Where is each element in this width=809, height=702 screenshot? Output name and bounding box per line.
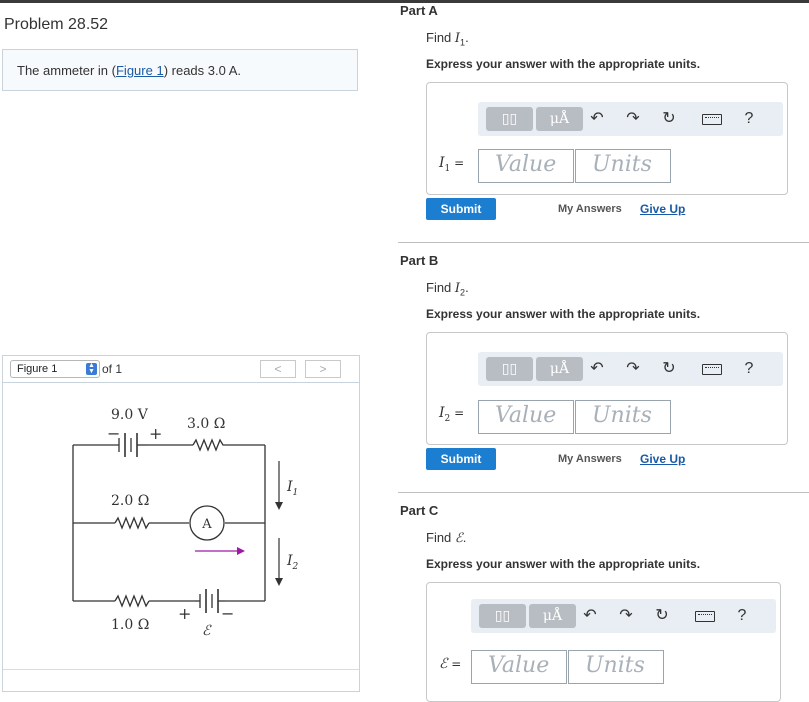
help-icon[interactable]: ? bbox=[744, 110, 754, 127]
label-i2: I bbox=[286, 553, 293, 569]
units-icon[interactable]: μÅ bbox=[529, 604, 576, 628]
templates-icon[interactable]: ▯▯ bbox=[486, 357, 533, 381]
redo-icon[interactable]: ↷ bbox=[626, 360, 640, 377]
updown-icon: ▲▼ bbox=[86, 362, 97, 375]
part-b-my-answers-link[interactable]: My Answers bbox=[558, 453, 622, 465]
part-b-find: Find I2. bbox=[426, 280, 469, 298]
figure-select-label: Figure 1 bbox=[17, 363, 58, 375]
part-b-label: I2 = bbox=[439, 405, 465, 424]
label-9v: 9.0 V bbox=[111, 407, 149, 423]
part-a-units-input[interactable]: Units bbox=[575, 149, 671, 183]
part-a-math-toolbar: ▯▯ μÅ ↶ ↷ ↻ ? bbox=[478, 102, 783, 136]
statement-text-pre: The ammeter in ( bbox=[17, 63, 116, 78]
statement-text-post: ) reads 3.0 A. bbox=[163, 63, 242, 78]
templates-icon[interactable]: ▯▯ bbox=[479, 604, 526, 628]
keyboard-icon[interactable] bbox=[702, 364, 722, 375]
part-c-units-input[interactable]: Units bbox=[568, 650, 664, 684]
circuit-diagram: A 9.0 V 3.0 Ω 2.0 Ω 1.0 Ω ℰ + bbox=[72, 407, 299, 639]
figure-count: of 1 bbox=[102, 362, 123, 376]
current-arrow-i2 bbox=[275, 538, 283, 586]
current-arrow-ammeter bbox=[195, 547, 245, 555]
label-i2-sub: 2 bbox=[292, 562, 299, 572]
label-i1: I bbox=[286, 479, 293, 495]
figure-bottom-border bbox=[3, 669, 359, 670]
help-icon[interactable]: ? bbox=[744, 360, 754, 377]
part-c-label: ℰ = bbox=[439, 656, 462, 672]
part-separator bbox=[398, 242, 809, 243]
problem-statement: The ammeter in (Figure 1) reads 3.0 A. bbox=[2, 49, 358, 91]
undo-icon[interactable]: ↶ bbox=[590, 360, 604, 377]
keyboard-icon[interactable] bbox=[695, 611, 715, 622]
part-a-instructions: Express your answer with the appropriate… bbox=[426, 57, 701, 71]
ammeter-label: A bbox=[201, 517, 212, 532]
part-a-submit-button[interactable]: Submit bbox=[426, 198, 496, 220]
label-3ohm: 3.0 Ω bbox=[187, 416, 225, 432]
part-a-answer-box: ▯▯ μÅ ↶ ↷ ↻ ? I1 = Value Units bbox=[426, 82, 788, 195]
figure-link[interactable]: Figure 1 bbox=[115, 63, 164, 78]
plus-top: + bbox=[149, 424, 162, 443]
problem-title: Problem 28.52 bbox=[4, 16, 109, 33]
figure-select[interactable]: Figure 1 ▲▼ bbox=[10, 360, 100, 378]
part-a-title: Part A bbox=[400, 3, 438, 18]
resistor-1ohm bbox=[114, 594, 150, 608]
part-b-units-input[interactable]: Units bbox=[575, 400, 671, 434]
redo-icon[interactable]: ↷ bbox=[619, 607, 633, 624]
plus-bottom: + bbox=[178, 604, 191, 623]
undo-icon[interactable]: ↶ bbox=[590, 110, 604, 127]
resistor-2ohm bbox=[114, 516, 150, 530]
battery-bottom bbox=[195, 589, 225, 613]
resistor-3ohm bbox=[192, 438, 225, 452]
ammeter bbox=[189, 505, 225, 541]
minus-bottom: − bbox=[221, 604, 234, 623]
part-b-give-up-link[interactable]: Give Up bbox=[640, 452, 686, 466]
part-a-my-answers-link[interactable]: My Answers bbox=[558, 203, 622, 215]
part-b-submit-button[interactable]: Submit bbox=[426, 448, 496, 470]
part-c-math-toolbar: ▯▯ μÅ ↶ ↷ ↻ ? bbox=[471, 599, 776, 633]
current-arrow-i1 bbox=[275, 461, 283, 510]
help-icon[interactable]: ? bbox=[737, 607, 747, 624]
part-c-value-input[interactable]: Value bbox=[471, 650, 567, 684]
units-icon[interactable]: μÅ bbox=[536, 107, 583, 131]
part-a-find: Find I1. bbox=[426, 30, 469, 48]
part-a-value-input[interactable]: Value bbox=[478, 149, 574, 183]
part-c-find: Find ℰ. bbox=[426, 530, 467, 546]
part-c-answer-box: ▯▯ μÅ ↶ ↷ ↻ ? ℰ = Value Units bbox=[426, 582, 781, 702]
figure-toolbar: Figure 1 ▲▼ of 1 < > bbox=[3, 356, 359, 383]
reset-icon[interactable]: ↻ bbox=[662, 110, 676, 127]
minus-top: − bbox=[107, 424, 120, 443]
part-b-value-input[interactable]: Value bbox=[478, 400, 574, 434]
svg-text:I1: I1 bbox=[286, 479, 298, 498]
part-c-instructions: Express your answer with the appropriate… bbox=[426, 557, 701, 571]
top-border bbox=[0, 0, 809, 3]
label-2ohm: 2.0 Ω bbox=[111, 493, 149, 509]
next-figure-button[interactable]: > bbox=[305, 360, 341, 378]
prev-figure-button[interactable]: < bbox=[260, 360, 296, 378]
label-emf: ℰ bbox=[202, 623, 212, 639]
part-c-title: Part C bbox=[400, 503, 439, 518]
label-1ohm: 1.0 Ω bbox=[111, 617, 149, 633]
reset-icon[interactable]: ↻ bbox=[662, 360, 676, 377]
part-b-title: Part B bbox=[400, 253, 439, 268]
part-b-answer-box: ▯▯ μÅ ↶ ↷ ↻ ? I2 = Value Units bbox=[426, 332, 788, 445]
part-b-math-toolbar: ▯▯ μÅ ↶ ↷ ↻ ? bbox=[478, 352, 783, 386]
part-b-instructions: Express your answer with the appropriate… bbox=[426, 307, 701, 321]
keyboard-icon[interactable] bbox=[702, 114, 722, 125]
battery-top bbox=[118, 433, 148, 457]
part-a-give-up-link[interactable]: Give Up bbox=[640, 202, 686, 216]
part-a-label: I1 = bbox=[439, 155, 465, 174]
reset-icon[interactable]: ↻ bbox=[655, 607, 669, 624]
undo-icon[interactable]: ↶ bbox=[583, 607, 597, 624]
svg-text:I2: I2 bbox=[286, 553, 299, 572]
label-i1-sub: 1 bbox=[293, 488, 299, 498]
figure-panel: Figure 1 ▲▼ of 1 < > bbox=[2, 355, 360, 692]
redo-icon[interactable]: ↷ bbox=[626, 110, 640, 127]
templates-icon[interactable]: ▯▯ bbox=[486, 107, 533, 131]
part-separator bbox=[398, 492, 809, 493]
units-icon[interactable]: μÅ bbox=[536, 357, 583, 381]
